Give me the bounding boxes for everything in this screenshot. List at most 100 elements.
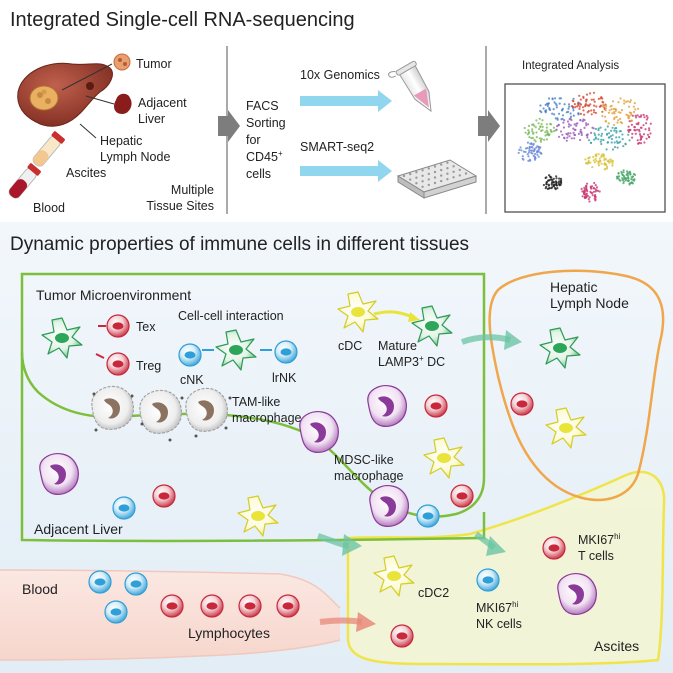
- umap-point: [563, 119, 566, 122]
- umap-point: [572, 97, 575, 100]
- umap-point: [628, 101, 632, 104]
- plate-well: [409, 172, 412, 176]
- umap-point: [526, 141, 530, 144]
- umap-point: [597, 129, 600, 132]
- umap-point: [619, 111, 622, 114]
- chevron-arrow-2: [478, 110, 500, 142]
- umap-point: [572, 114, 575, 117]
- umap-point: [604, 109, 607, 112]
- plate-well: [433, 181, 437, 185]
- umap-point: [580, 133, 583, 137]
- umap-point: [583, 113, 586, 116]
- ascites-region: [346, 470, 666, 666]
- umap-point: [574, 128, 577, 131]
- umap-point: [625, 173, 628, 177]
- umap-point: [589, 185, 592, 188]
- umap-point: [558, 183, 561, 186]
- plate-well: [427, 167, 430, 170]
- plate-well: [427, 178, 430, 181]
- umap-point: [531, 130, 534, 133]
- umap-point: [597, 97, 600, 100]
- umap-point: [589, 190, 592, 193]
- umap-point: [527, 155, 530, 158]
- umap-point: [546, 102, 549, 105]
- umap-point: [561, 117, 564, 120]
- umap-point: [611, 100, 615, 103]
- umap-point: [589, 141, 593, 144]
- umap-point: [578, 94, 581, 97]
- umap-point: [607, 136, 611, 139]
- umap-point: [549, 178, 552, 181]
- umap-point: [600, 138, 603, 141]
- umap-point: [592, 111, 596, 114]
- blood-t-cell-4: [276, 594, 300, 618]
- umap-point: [545, 123, 549, 126]
- label-tissue-sites: Tissue Sites: [146, 199, 214, 213]
- umap-point: [545, 109, 548, 112]
- nk-cell-adjacent: [112, 496, 136, 520]
- umap-point: [606, 132, 609, 135]
- umap-point: [572, 131, 575, 134]
- umap-point: [648, 136, 651, 139]
- label-t-cells: T cells: [578, 549, 614, 563]
- umap-point: [567, 103, 571, 106]
- umap-point: [599, 140, 602, 143]
- umap-point: [595, 186, 599, 189]
- umap-point: [575, 122, 578, 125]
- umap-point: [648, 129, 651, 132]
- umap-point: [631, 181, 634, 184]
- plate-well: [446, 161, 449, 164]
- umap-point: [589, 161, 592, 164]
- adjacent-liver-sample-icon: [114, 93, 132, 114]
- umap-point: [620, 109, 624, 112]
- umap-point: [623, 99, 626, 102]
- umap-point: [601, 105, 604, 108]
- umap-point: [605, 163, 608, 166]
- migration-arrow-blood: [319, 617, 363, 625]
- umap-point: [603, 158, 606, 162]
- label-adjacent-line2: Liver: [138, 112, 165, 126]
- hepatic-lymph-node-region: [488, 269, 665, 502]
- label-tme: Tumor Microenvironment: [36, 287, 191, 303]
- umap-point: [585, 194, 588, 197]
- umap-point: [547, 97, 551, 100]
- umap-point: [604, 107, 608, 110]
- umap-point: [528, 136, 531, 139]
- umap-point: [538, 147, 541, 150]
- umap-point: [538, 137, 541, 140]
- umap-point: [581, 106, 585, 109]
- umap-point: [582, 96, 585, 99]
- umap-point: [608, 132, 611, 135]
- umap-point: [617, 177, 620, 180]
- umap-point: [547, 184, 551, 187]
- umap-point: [603, 168, 606, 171]
- plate-well: [421, 180, 424, 183]
- umap-point: [642, 133, 646, 136]
- umap-point: [535, 119, 538, 122]
- umap-point: [611, 162, 614, 165]
- plate-well: [409, 178, 412, 181]
- umap-point: [644, 128, 647, 131]
- plate-well: [452, 165, 455, 168]
- umap-point: [640, 142, 643, 145]
- umap-point: [557, 181, 560, 184]
- label-mdsc-line2: macrophage: [334, 469, 404, 483]
- label-ascites-bottom: Ascites: [594, 638, 639, 654]
- t-cell-adjacent: [152, 484, 176, 508]
- umap-point: [551, 186, 554, 189]
- umap-point: [602, 138, 605, 142]
- umap-point: [611, 112, 614, 115]
- umap-point: [600, 155, 603, 158]
- umap-point: [581, 120, 584, 123]
- umap-point: [637, 123, 640, 126]
- umap-point: [605, 148, 608, 151]
- umap-point: [648, 127, 651, 130]
- umap-point: [581, 195, 584, 198]
- umap-point: [545, 129, 548, 132]
- umap-point: [617, 172, 620, 175]
- umap-point: [554, 188, 557, 191]
- umap-point: [593, 132, 596, 135]
- umap-point: [519, 146, 522, 149]
- umap-point: [567, 107, 570, 110]
